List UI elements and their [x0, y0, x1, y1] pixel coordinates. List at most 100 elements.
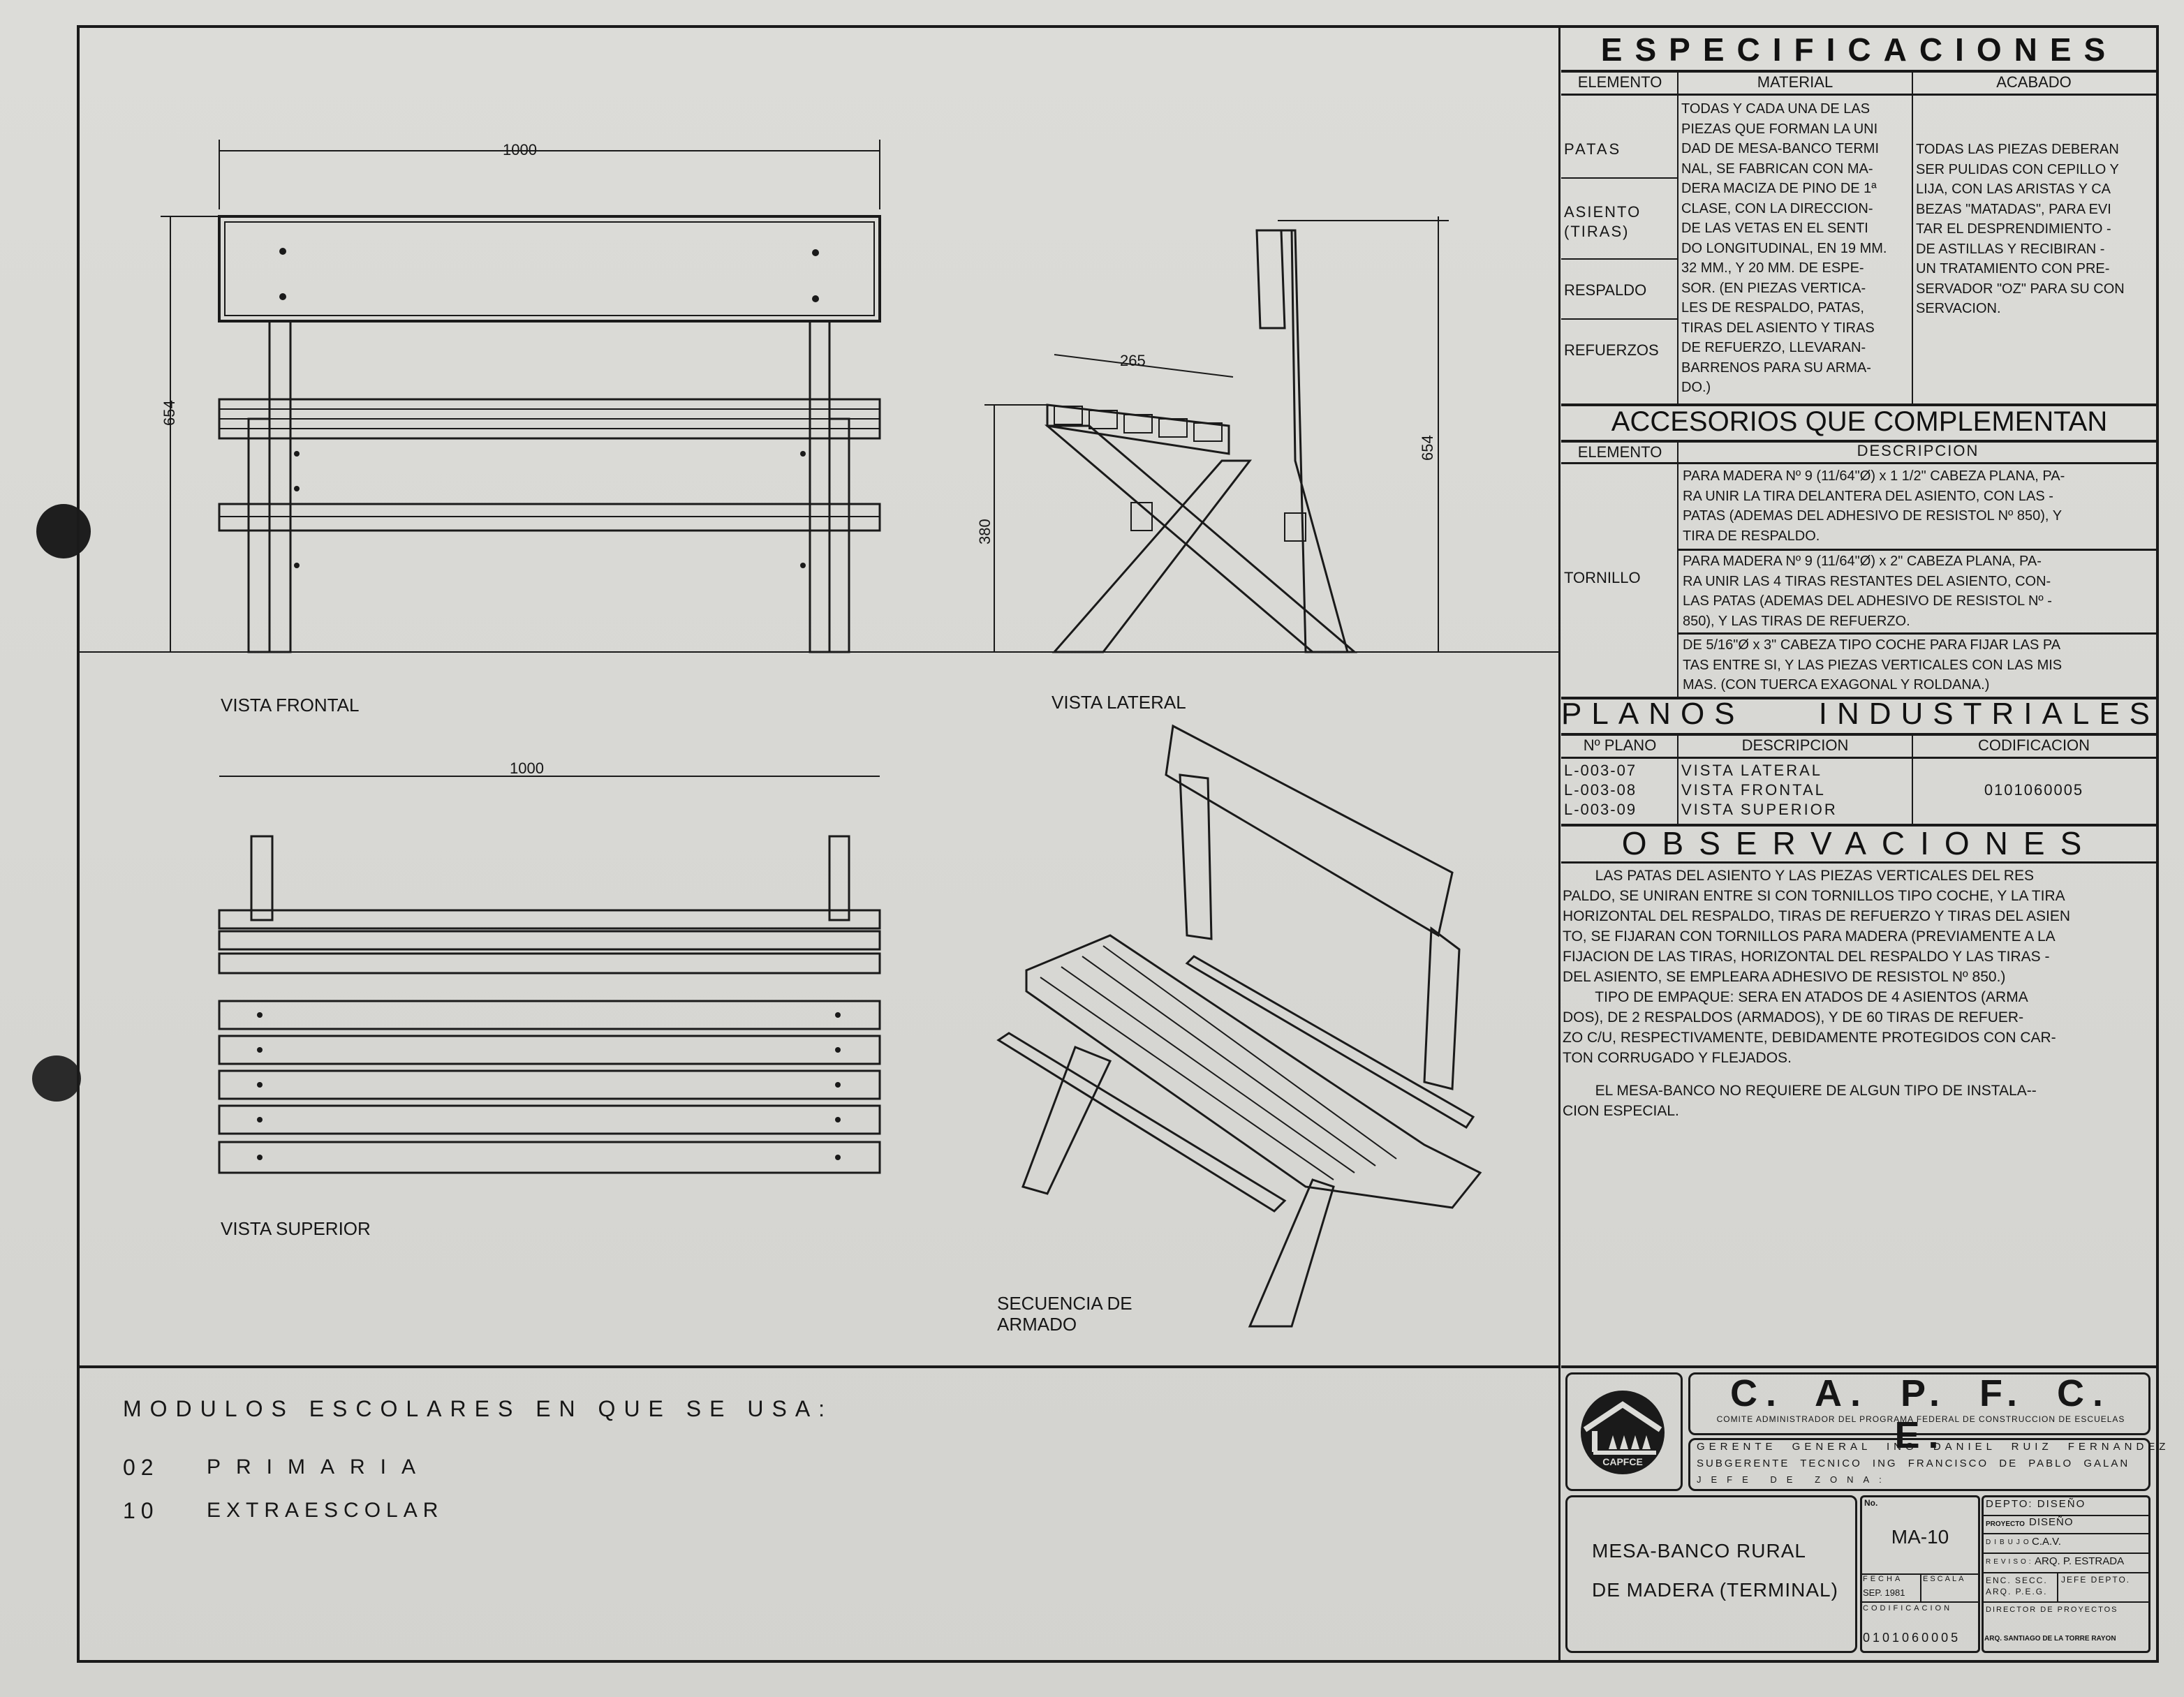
plano-desc: VISTA SUPERIOR	[1681, 801, 1838, 818]
divider	[1561, 440, 2157, 443]
accesorio-element: TORNILLO	[1564, 569, 1641, 586]
org-acronym: C. A. P. F. C. E.	[1729, 1372, 2112, 1456]
planos-title: PLANOS INDUSTRIALES	[1561, 697, 2160, 731]
divider	[1912, 70, 1913, 405]
col-elemento: ELEMENTO	[1577, 73, 1662, 91]
top-view-label: VISTA SUPERIOR	[221, 1218, 371, 1239]
top-width-dim: 1000	[510, 759, 544, 777]
observaciones-text: LAS PATAS DEL ASIENTO Y LAS PIEZAS VERTI…	[1563, 868, 2071, 1066]
divider	[1561, 258, 1677, 260]
dibujo-value: C.A.V.	[2032, 1536, 2061, 1548]
director-label: DIRECTOR DE PROYECTOS	[1986, 1606, 2118, 1614]
divider	[1982, 1515, 2150, 1516]
plano-desc: VISTA LATERAL	[1681, 762, 1823, 779]
spec-element: RESPALDO	[1564, 281, 1647, 299]
divider	[1561, 177, 1677, 179]
divider	[1982, 1601, 2150, 1603]
divider	[1561, 318, 1677, 320]
plano-no: L-003-09	[1564, 801, 1637, 818]
divider	[1561, 824, 2157, 827]
specs-title: ESPECIFICACIONES	[1600, 31, 2118, 68]
front-height-dim: 654	[161, 400, 178, 426]
divider	[1561, 462, 2157, 464]
col-acabado: ACABADO	[1996, 73, 2072, 91]
divider	[1982, 1553, 2150, 1554]
plano-no: L-003-07	[1564, 762, 1637, 779]
logo-box	[1565, 1372, 1683, 1491]
accesorio-row: DE 5/16"Ø x 3" CABEZA TIPO COCHE PARA FI…	[1683, 637, 2063, 692]
dibujo-label: DIBUJO	[1986, 1539, 2032, 1546]
modules-title: MODULOS ESCOLARES EN QUE SE USA:	[123, 1396, 834, 1421]
divider	[1982, 1572, 2150, 1573]
depto: DEPTO: DISEÑO	[1986, 1498, 2086, 1510]
subgerente-tecnico: SUBGERENTE TECNICO ING FRANCISCO DE PABL…	[1697, 1458, 2130, 1469]
spec-element: PATAS	[1564, 140, 1622, 158]
sheet-border	[77, 25, 2159, 1663]
accesorio-row: PARA MADERA Nº 9 (11/64"Ø) x 1 1/2" CABE…	[1683, 468, 2065, 544]
technical-drawings: 1000 654 265 380 654 1000	[78, 140, 1558, 1328]
drawing-number: MA-10	[1891, 1526, 1949, 1548]
gerente-general: GERENTE GENERAL ING DANIEL RUIZ FERNANDE…	[1697, 1441, 2170, 1453]
jefe-zona: JEFE DE ZONA:	[1697, 1474, 1891, 1485]
spec-element: REFUERZOS	[1564, 341, 1659, 359]
divider	[1677, 70, 1678, 405]
director-name: ARQ. SANTIAGO DE LA TORRE RAYON	[1984, 1635, 2116, 1643]
panel-divider	[1558, 25, 1560, 1663]
codificacion-label: CODIFICACION	[1863, 1604, 1953, 1613]
org-box	[1688, 1372, 2150, 1435]
divider	[1561, 1365, 2157, 1368]
observaciones-text: EL MESA-BANCO NO REQUIERE DE ALGUN TIPO …	[1563, 1083, 2037, 1119]
top-view-drawing	[218, 776, 881, 1174]
front-view-drawing	[161, 140, 881, 653]
modules-divider	[77, 1365, 1560, 1368]
module-name: PRIMARIA	[207, 1455, 431, 1479]
col-elemento: ELEMENTO	[1577, 443, 1662, 461]
col-material: MATERIAL	[1757, 73, 1833, 91]
assembly-sequence-drawing	[996, 724, 1482, 1328]
plano-codificacion: 0101060005	[1984, 781, 2084, 799]
divider	[1561, 70, 2157, 73]
binder-hole	[32, 1055, 81, 1102]
module-code: 10	[123, 1498, 159, 1523]
no-label: No.	[1864, 1498, 1878, 1508]
divider	[1561, 861, 2157, 864]
drawing-title: MESA-BANCO RURAL DE MADERA (TERMINAL)	[1592, 1540, 1838, 1601]
org-full-name: COMITE ADMINISTRADOR DEL PROGRAMA FEDERA…	[1716, 1414, 2125, 1424]
divider	[1912, 733, 1913, 824]
module-name: EXTRAESCOLAR	[207, 1499, 444, 1522]
divider	[2057, 1572, 2058, 1601]
divider	[1561, 94, 2157, 96]
staff-box	[1688, 1438, 2150, 1491]
escala-label: ESCALA	[1923, 1575, 1966, 1583]
observaciones-title: OBSERVACIONES	[1621, 825, 2097, 861]
divider	[1677, 733, 1678, 824]
front-width-dim: 1000	[503, 141, 537, 158]
divider	[1561, 403, 2157, 406]
plano-no: L-003-08	[1564, 781, 1637, 799]
divider	[1677, 549, 2157, 551]
spec-element: ASIENTO (TIRAS)	[1564, 203, 1641, 240]
accesorio-row: PARA MADERA Nº 9 (11/64"Ø) x 2" CABEZA P…	[1683, 554, 2052, 629]
col-no-plano: Nº PLANO	[1583, 736, 1657, 754]
spec-material: TODAS Y CADA UNA DE LAS PIEZAS QUE FORMA…	[1681, 101, 1887, 395]
fecha-value: SEP. 1981	[1863, 1587, 1905, 1598]
side-seat-height-dim: 380	[976, 519, 994, 544]
divider	[1860, 1601, 1980, 1603]
spec-acabado: TODAS LAS PIEZAS DEBERAN SER PULIDAS CON…	[1916, 142, 2125, 316]
proyecto-value: DISEÑO	[2029, 1516, 2074, 1528]
side-height-dim: 654	[1419, 435, 1436, 461]
side-view-drawing	[984, 216, 1449, 653]
divider	[1677, 440, 1678, 698]
divider	[1561, 733, 2157, 736]
title-box	[1565, 1495, 1857, 1653]
module-code: 02	[123, 1455, 159, 1480]
proyecto-label: PROYECTO	[1986, 1520, 2025, 1528]
approvals-box	[1982, 1495, 2150, 1653]
jefe-depto: JEFE DEPTO.	[2061, 1575, 2131, 1585]
capfce-logo	[1581, 1391, 1665, 1474]
assembly-label: SECUENCIA DE ARMADO	[997, 1293, 1132, 1335]
divider	[1561, 757, 2157, 759]
fecha-label: FECHA	[1863, 1575, 1903, 1583]
accesorios-title: ACCESORIOS QUE COMPLEMENTAN	[1611, 406, 2108, 437]
